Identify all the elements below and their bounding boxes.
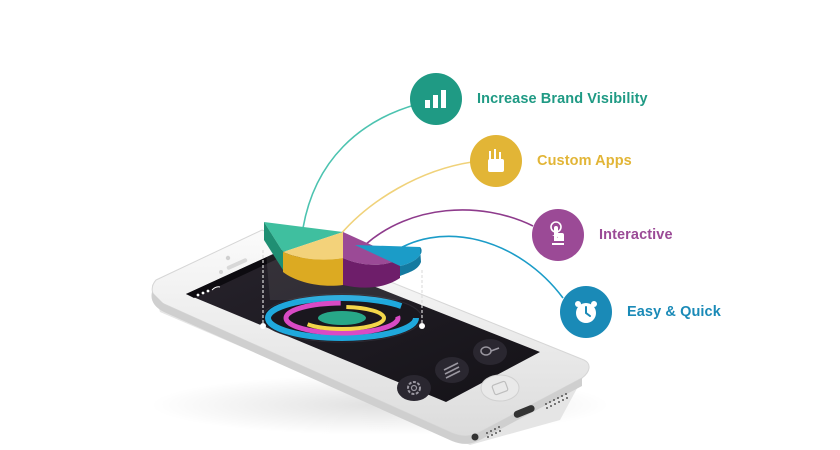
smartphone [151, 229, 590, 445]
feature-easy-quick: Easy & Quick [560, 286, 721, 338]
feature-label: Increase Brand Visibility [477, 91, 648, 107]
ring-chart [261, 293, 423, 343]
connector-line-purple [364, 209, 534, 246]
feature-circle [532, 209, 584, 261]
gear-icon [407, 381, 421, 395]
charging-port [513, 405, 535, 418]
screen-button-search[interactable] [473, 339, 507, 365]
tap-hand-icon [550, 221, 564, 245]
feature-circle [410, 73, 462, 125]
screen-button-menu[interactable] [435, 357, 469, 383]
feature-circle [470, 135, 522, 187]
connector-line-teal [302, 103, 419, 229]
feature-label: Easy & Quick [627, 304, 721, 320]
feature-label: Interactive [599, 227, 673, 243]
connector-line-blue [384, 235, 564, 299]
feature-label: Custom Apps [537, 153, 632, 169]
home-button[interactable] [480, 374, 520, 402]
feature-custom-apps: Custom Apps [470, 135, 632, 187]
pie-chart-3d [264, 222, 440, 300]
pencil-cup-icon [488, 149, 504, 172]
wifi-icon [211, 286, 221, 291]
feature-interactive: Interactive [532, 209, 673, 261]
alarm-clock-icon [575, 301, 597, 323]
connector-lines [302, 103, 564, 299]
connector-line-yellow [339, 161, 473, 236]
headphone-jack [471, 433, 479, 441]
menu-lines-icon [443, 362, 461, 379]
bar-chart-icon [425, 90, 446, 108]
feature-circle [560, 286, 612, 338]
screen-button-gear[interactable] [397, 375, 431, 401]
feature-increase-brand-visibility: Increase Brand Visibility [410, 73, 648, 125]
